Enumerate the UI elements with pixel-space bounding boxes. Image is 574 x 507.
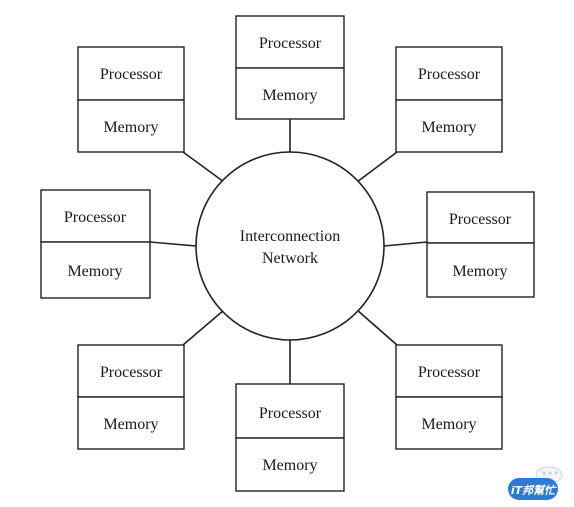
processor-label: Processor xyxy=(418,66,481,83)
node-bottom: Processor Memory xyxy=(235,383,345,492)
processor-label: Processor xyxy=(64,209,127,226)
interconnection-network: Interconnection Network xyxy=(195,151,385,341)
processor-box xyxy=(235,15,345,69)
processor-label: Processor xyxy=(100,66,163,83)
memory-box xyxy=(426,242,535,298)
memory-label: Memory xyxy=(67,263,122,280)
connection-lines xyxy=(149,119,428,384)
node-bottom-right: Processor Memory xyxy=(395,344,503,450)
logo-cloud-dot xyxy=(542,471,546,475)
processor-label: Processor xyxy=(449,211,512,228)
network-label-line1: Interconnection xyxy=(240,228,340,245)
link-bottom-right xyxy=(356,309,398,346)
memory-label: Memory xyxy=(262,87,317,104)
node-bottom-left: Processor Memory xyxy=(77,344,185,450)
node-top: Processor Memory xyxy=(235,15,345,120)
processor-label: Processor xyxy=(100,364,163,381)
processor-label: Processor xyxy=(259,405,322,422)
memory-label: Memory xyxy=(421,416,476,433)
memory-label: Memory xyxy=(103,119,158,136)
processor-box xyxy=(77,46,185,101)
processor-label: Processor xyxy=(259,35,322,52)
node-top-left: Processor Memory xyxy=(77,46,185,153)
processor-box xyxy=(77,344,185,398)
node-left: Processor Memory xyxy=(40,189,151,299)
node-top-right: Processor Memory xyxy=(395,46,503,153)
memory-label: Memory xyxy=(421,119,476,136)
memory-label: Memory xyxy=(262,457,317,474)
link-right xyxy=(383,241,428,247)
memory-label: Memory xyxy=(452,263,507,280)
logo-badge xyxy=(508,478,558,500)
ithome-logo: iT邦幫忙 xyxy=(508,466,563,500)
network-label-line2: Network xyxy=(262,250,318,267)
memory-box xyxy=(235,437,345,492)
memory-box xyxy=(40,241,151,299)
logo-text: iT邦幫忙 xyxy=(511,484,557,497)
memory-box xyxy=(77,99,185,153)
node-right: Processor Memory xyxy=(426,191,535,298)
memory-box xyxy=(395,99,503,153)
network-circle xyxy=(195,151,385,341)
processor-box xyxy=(395,46,503,101)
logo-cloud-dot xyxy=(554,471,558,475)
logo-cloud-dot xyxy=(548,471,552,475)
link-left xyxy=(149,241,197,247)
memory-label: Memory xyxy=(103,416,158,433)
processor-box xyxy=(395,344,503,398)
link-top-right xyxy=(356,151,398,183)
processor-label: Processor xyxy=(418,364,481,381)
memory-box xyxy=(235,67,345,120)
link-top-left xyxy=(182,151,225,183)
memory-box xyxy=(77,396,185,450)
link-bottom-left xyxy=(182,309,225,346)
processor-box xyxy=(40,189,151,243)
memory-box xyxy=(395,396,503,450)
